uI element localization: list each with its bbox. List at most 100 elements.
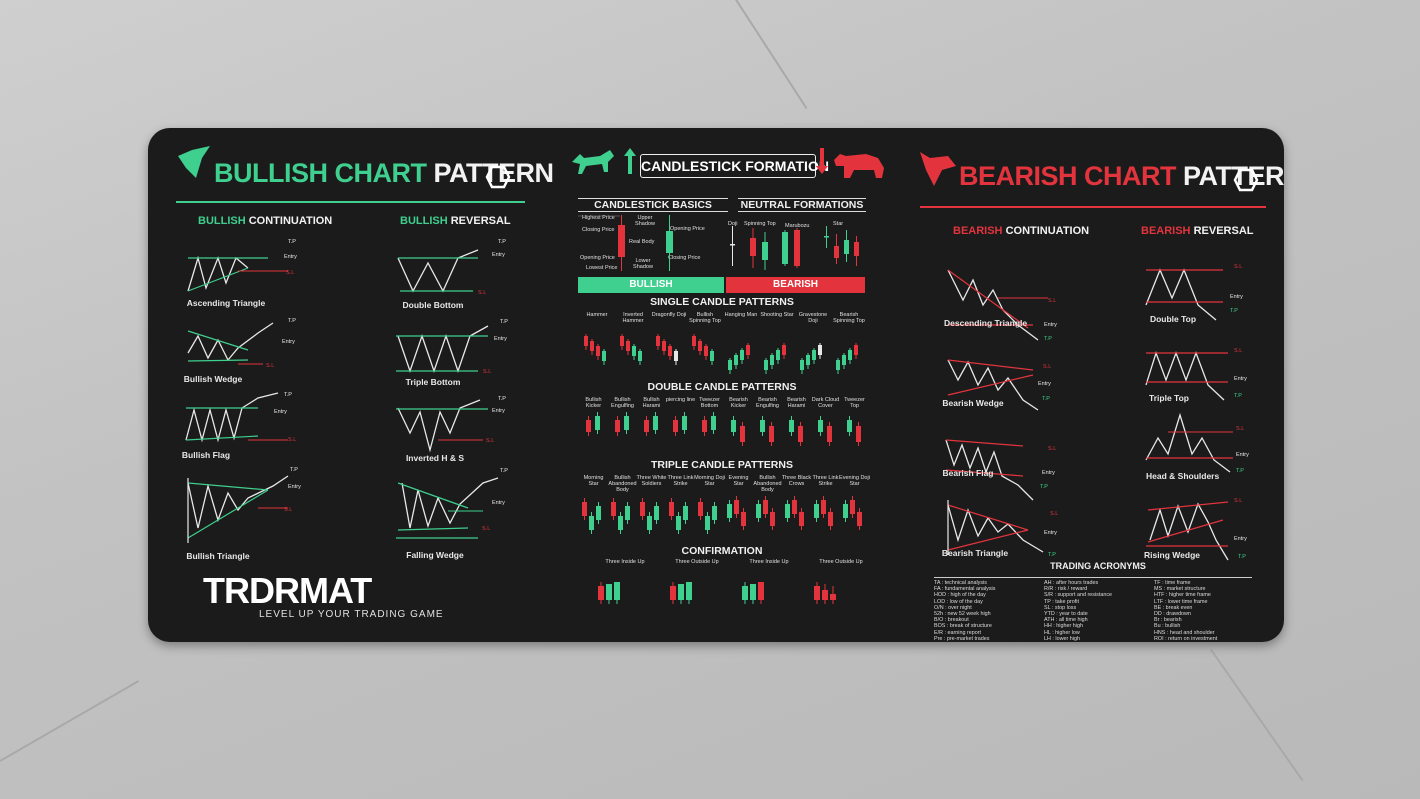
candle-body: [666, 231, 673, 253]
candle-pattern-label: Three Inside Up: [749, 559, 789, 565]
candle-body: [686, 582, 692, 600]
candle-pattern-label: Three Outside Up: [819, 559, 863, 565]
basics-label: Highest Price: [582, 215, 615, 221]
price-line: [185, 392, 279, 443]
candle-body: [668, 346, 672, 356]
acronym-entry: E/R : earning report: [934, 629, 982, 636]
entry-label: Entry: [1234, 536, 1247, 542]
bullish-underline: [176, 201, 525, 203]
acronym-entry: O/N : over night: [934, 604, 972, 611]
entry-label: Entry: [494, 336, 507, 342]
bull-head-icon: [178, 146, 210, 178]
candle-pattern-label: Bullish Harami: [642, 397, 661, 409]
acronym-entry: BE : break even: [1154, 604, 1193, 611]
candle-body: [746, 345, 750, 355]
basics-label: Real Body: [629, 239, 655, 245]
price-line: [397, 325, 489, 374]
tp-label: T.P: [1042, 396, 1050, 402]
arrow-down-icon: [816, 148, 828, 174]
candle-body: [764, 360, 768, 370]
price-line: [401, 477, 499, 529]
candle-body: [776, 350, 780, 360]
trading-mousepad: BULLISH CHART PATTERN BULLISH CONTINUATI…: [148, 128, 1284, 642]
candle-body: [620, 336, 624, 346]
acronym-entry: ATH : all time high: [1044, 617, 1088, 624]
entry-label: Entry: [1038, 381, 1051, 387]
candle-pattern-label: Tweezer Top: [844, 397, 865, 409]
candle-pattern-label: Three Link Strike: [667, 475, 694, 487]
candle-pattern-label: Bearish Harami: [787, 397, 806, 409]
support-line: [187, 267, 249, 292]
tp-label: T.P: [284, 392, 292, 398]
candle-pattern-label: Bullish Abandoned Body: [608, 475, 637, 493]
acronym-entry: LOD : low of the day: [934, 598, 983, 605]
pattern-label: Head & Shoulders: [1146, 471, 1220, 481]
candle-body: [798, 426, 803, 442]
candle-pattern-label: Three Link Strike: [812, 475, 839, 487]
candle-body: [710, 351, 714, 361]
pattern-label: Rising Wedge: [1143, 550, 1201, 560]
candle-body: [814, 504, 819, 518]
acronyms-divider: [934, 577, 1252, 578]
entry-label: Entry: [492, 500, 505, 506]
candle-body: [750, 584, 756, 600]
basics-label: Closing Price: [582, 227, 615, 233]
entry-label: Entry: [1236, 452, 1249, 458]
candle-pattern-label: Three Inside Up: [605, 559, 645, 565]
candle-body: [847, 420, 852, 432]
candle-body: [782, 232, 788, 264]
candle-pattern-label: Gravestone Doji: [798, 312, 828, 324]
candle-pattern-label: Evening Doji Star: [839, 475, 870, 487]
candle-body: [676, 516, 681, 530]
candle-pattern-label: Three Black Crows: [781, 475, 812, 487]
candle-pattern-label: Bullish Engulfing: [611, 397, 634, 409]
tp-label: T.P: [500, 319, 508, 325]
candle-body: [692, 336, 696, 346]
candle-pattern-label: Morning Doji Star: [694, 475, 725, 487]
candle-body: [638, 351, 642, 361]
candle-pattern-label: piercing line: [665, 397, 696, 403]
triangle-upper: [187, 482, 269, 491]
candle-body: [842, 355, 846, 365]
tp-label: T.P: [498, 396, 506, 402]
bullish-continuation-diagrams: T.PEntryS.LT.PEntryS.LT.PEntryS.LT.PEntr…: [185, 239, 301, 543]
candle-body: [741, 512, 746, 526]
price-line: [397, 249, 479, 293]
candle-body: [812, 350, 816, 360]
sl-label: S.L: [1236, 426, 1244, 432]
candle-body: [740, 350, 744, 360]
pattern-label: Descending Triangle: [944, 318, 1028, 328]
tp-label: T.P: [500, 468, 508, 474]
candle-body: [843, 504, 848, 518]
candle-body: [792, 500, 797, 514]
triple-candle-diagram: [582, 496, 862, 534]
candle-body: [615, 420, 620, 432]
price-line: [947, 504, 1044, 553]
tp-label: T.P: [1234, 393, 1242, 399]
tp-label: T.P: [288, 318, 296, 324]
acronym-entry: HTF : higher time frame: [1154, 592, 1211, 599]
candle-body: [856, 426, 861, 442]
candle-body: [640, 502, 645, 516]
sl-label: S.L: [1048, 446, 1056, 452]
wedge-lower: [187, 359, 249, 362]
price-line: [1145, 412, 1231, 473]
candle-body: [730, 244, 735, 246]
candle-body: [828, 512, 833, 526]
candle-body: [760, 420, 765, 432]
pattern-label: Falling Wedge: [406, 550, 464, 560]
flag-upper: [945, 439, 1024, 447]
candle-body: [698, 502, 703, 516]
pattern-label: Bullish Flag: [181, 450, 231, 460]
candle-body: [589, 516, 594, 530]
sl-label: S.L: [478, 290, 486, 296]
triangle-upper: [947, 504, 1029, 531]
bear-icon: [834, 154, 884, 178]
price-line: [947, 269, 1039, 341]
entry-label: Entry: [492, 252, 505, 258]
candle-pattern-label: Bullish Abandoned Body: [753, 475, 782, 493]
acronym-entry: BOS : break of structure: [934, 623, 992, 630]
candle-body: [854, 242, 859, 256]
acronyms-heading: TRADING ACRONYMS: [1050, 561, 1146, 571]
price-line: [947, 359, 1039, 411]
